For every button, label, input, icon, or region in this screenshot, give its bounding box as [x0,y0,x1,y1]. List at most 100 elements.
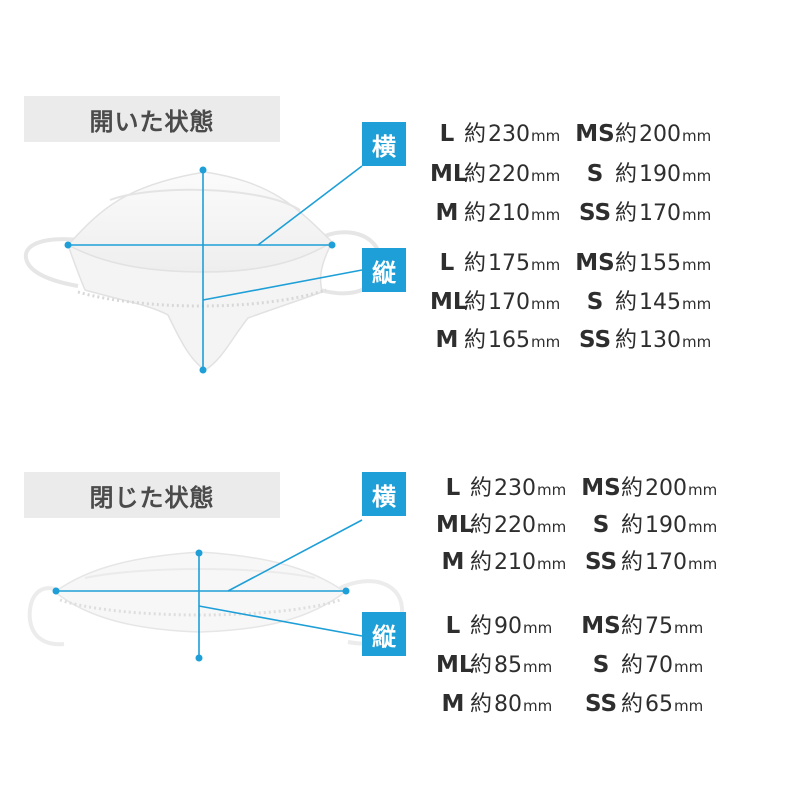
size-unit: mm [531,333,561,351]
size-code: L [445,613,461,639]
approx-label: 約 [464,290,487,315]
open-state-label: 開いた状態 [24,96,280,142]
size-unit: mm [688,555,718,573]
approx-label: 約 [615,201,638,226]
approx-label: 約 [615,251,638,276]
size-code: SS [578,327,612,353]
closed-dimension-lines [52,519,363,662]
approx-label: 約 [470,653,493,678]
size-code: SS [584,549,618,575]
size-unit: mm [682,206,712,224]
size-code: L [445,475,461,501]
size-value: 65 [645,692,674,717]
size-row: L 約 90 mm MS 約 75 mm [436,608,704,640]
size-row: L 約 230 mm MS 約 200 mm [430,116,712,148]
approx-label: 約 [470,513,493,538]
size-row: M 約 210 mm SS 約 170 mm [430,195,712,227]
size-unit: mm [674,619,704,637]
size-code: MS [575,121,615,147]
size-code: L [439,121,455,147]
open-width-badge: 横 [362,122,406,166]
approx-label: 約 [470,476,493,501]
size-code: L [439,250,455,276]
size-code: S [586,161,604,187]
size-unit: mm [537,481,567,499]
size-unit: mm [531,167,561,185]
size-value: 230 [494,476,537,501]
size-value: 155 [639,251,682,276]
approx-label: 約 [464,201,487,226]
size-unit: mm [531,206,561,224]
closed-width-badge: 横 [362,472,406,516]
approx-label: 約 [621,476,644,501]
size-unit: mm [523,697,553,715]
size-value: 190 [645,513,688,538]
size-code: ML [436,652,474,678]
size-unit: mm [682,127,712,145]
size-value: 220 [488,162,531,187]
size-unit: mm [523,619,553,637]
size-unit: mm [674,697,704,715]
closed-height-badge: 縦 [362,612,406,656]
size-code: ML [436,512,474,538]
size-unit: mm [682,295,712,313]
approx-label: 約 [621,550,644,575]
size-unit: mm [531,256,561,274]
size-value: 170 [639,201,682,226]
size-code: M [441,691,465,717]
size-row: M 約 165 mm SS 約 130 mm [430,322,712,354]
size-unit: mm [531,127,561,145]
size-unit: mm [688,518,718,536]
size-row: ML 約 85 mm S 約 70 mm [436,647,703,679]
size-value: 230 [488,122,531,147]
size-code: SS [584,691,618,717]
approx-label: 約 [464,122,487,147]
open-height-badge: 縦 [362,248,406,292]
size-unit: mm [682,167,712,185]
size-code: S [586,289,604,315]
size-code: MS [575,250,615,276]
approx-label: 約 [470,550,493,575]
size-value: 175 [488,251,531,276]
size-code: ML [430,289,468,315]
size-row: L 約 175 mm MS 約 155 mm [430,245,712,277]
open-mask-image [23,171,383,371]
size-row: ML 約 220 mm S 約 190 mm [430,156,711,188]
approx-label: 約 [615,162,638,187]
size-value: 75 [645,614,674,639]
size-value: 190 [639,162,682,187]
size-code: S [592,512,610,538]
approx-label: 約 [464,162,487,187]
size-code: MS [581,475,621,501]
approx-label: 約 [621,614,644,639]
closed-mask-image [27,551,405,647]
approx-label: 約 [464,328,487,353]
size-code: M [435,200,459,226]
size-unit: mm [682,256,712,274]
size-value: 145 [639,290,682,315]
open-dimension-lines [64,165,363,374]
size-unit: mm [523,658,553,676]
size-row: ML 約 170 mm S 約 145 mm [430,284,711,316]
size-unit: mm [688,481,718,499]
approx-label: 約 [470,692,493,717]
size-code: M [435,327,459,353]
size-value: 210 [494,550,537,575]
approx-label: 約 [470,614,493,639]
size-value: 70 [645,653,674,678]
size-code: M [441,549,465,575]
size-unit: mm [531,295,561,313]
size-value: 210 [488,201,531,226]
size-unit: mm [682,333,712,351]
closed-state-label: 閉じた状態 [24,472,280,518]
size-row: L 約 230 mm MS 約 200 mm [436,470,718,502]
size-row: M 約 80 mm SS 約 65 mm [436,686,704,718]
size-value: 90 [494,614,523,639]
size-unit: mm [537,555,567,573]
size-value: 170 [488,290,531,315]
size-value: 220 [494,513,537,538]
size-value: 85 [494,653,523,678]
size-unit: mm [537,518,567,536]
size-value: 170 [645,550,688,575]
